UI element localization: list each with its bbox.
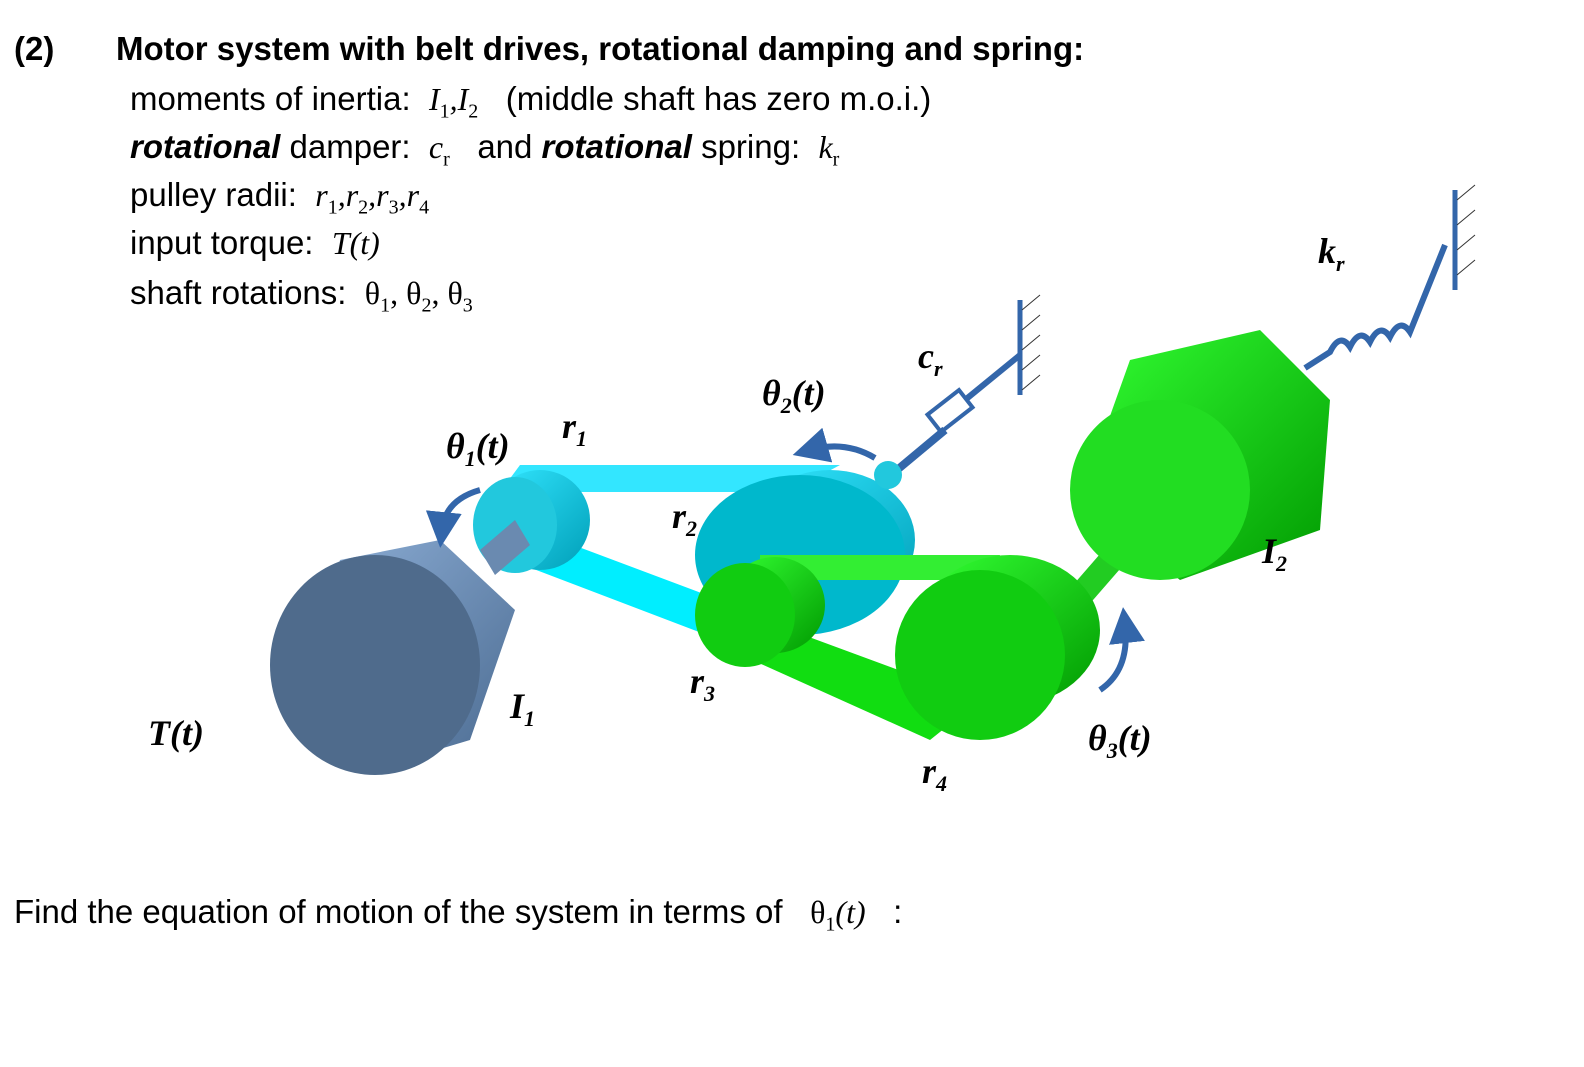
label-r3: r3 <box>690 661 716 707</box>
label-torque: T(t) <box>148 713 204 753</box>
problem-title: Motor system with belt drives, rotationa… <box>116 30 1085 67</box>
inertia-I2 <box>1070 330 1330 580</box>
label-r1: r1 <box>562 406 588 452</box>
label-I1: I1 <box>510 686 536 732</box>
label-kr: kr <box>1318 231 1345 277</box>
pulley-r3 <box>695 557 825 667</box>
rotation-symbols: θ1, θ2, θ3 <box>364 275 473 317</box>
theta2-arrow <box>792 427 877 463</box>
moi-line: moments of inertia: I1,I2 (middle shaft … <box>130 80 931 123</box>
spring-symbol: kr <box>818 129 840 171</box>
moi-note: (middle shaft has zero m.o.i.) <box>505 80 932 117</box>
radii-symbols: r1,r2,r3,r4 <box>315 177 430 219</box>
label-theta1: θ1(t) <box>446 426 510 472</box>
theta1-arrow <box>425 487 481 548</box>
damper-symbol: cr <box>428 129 450 171</box>
label-I2: I2 <box>1262 531 1288 577</box>
moi-label: moments of inertia: <box>130 80 411 117</box>
theta3-arrow <box>1098 607 1145 693</box>
shaft-1 <box>480 520 530 575</box>
damper-cr <box>882 294 1041 484</box>
label-r2: r2 <box>672 496 698 542</box>
question-symbol: θ1(t) <box>810 894 866 936</box>
radii-line: pulley radii: r1,r2,r3,r4 <box>130 176 430 219</box>
moi-symbols: I1,I2 <box>428 81 479 123</box>
label-theta3: θ3(t) <box>1088 718 1152 764</box>
question: Find the equation of motion of the syste… <box>14 893 903 936</box>
damper-line: rotational damper: cr and rotational spr… <box>130 128 840 171</box>
torque-symbol: T(t) <box>331 225 380 261</box>
belt-r3-r4 <box>760 555 1000 580</box>
inertia-I1 <box>270 540 515 775</box>
label-theta2: θ2(t) <box>762 373 826 419</box>
label-cr: cr <box>918 336 943 382</box>
rotation-line: shaft rotations: θ1, θ2, θ3 <box>130 274 473 317</box>
torque-line: input torque: T(t) <box>130 224 380 261</box>
label-r4: r4 <box>922 751 948 797</box>
middle-shaft-stub <box>874 461 902 489</box>
belt-r1-r2-lower <box>510 540 720 640</box>
spring-kr <box>1303 184 1476 371</box>
problem-number: (2) <box>14 30 55 67</box>
pulley-r4 <box>895 555 1100 740</box>
